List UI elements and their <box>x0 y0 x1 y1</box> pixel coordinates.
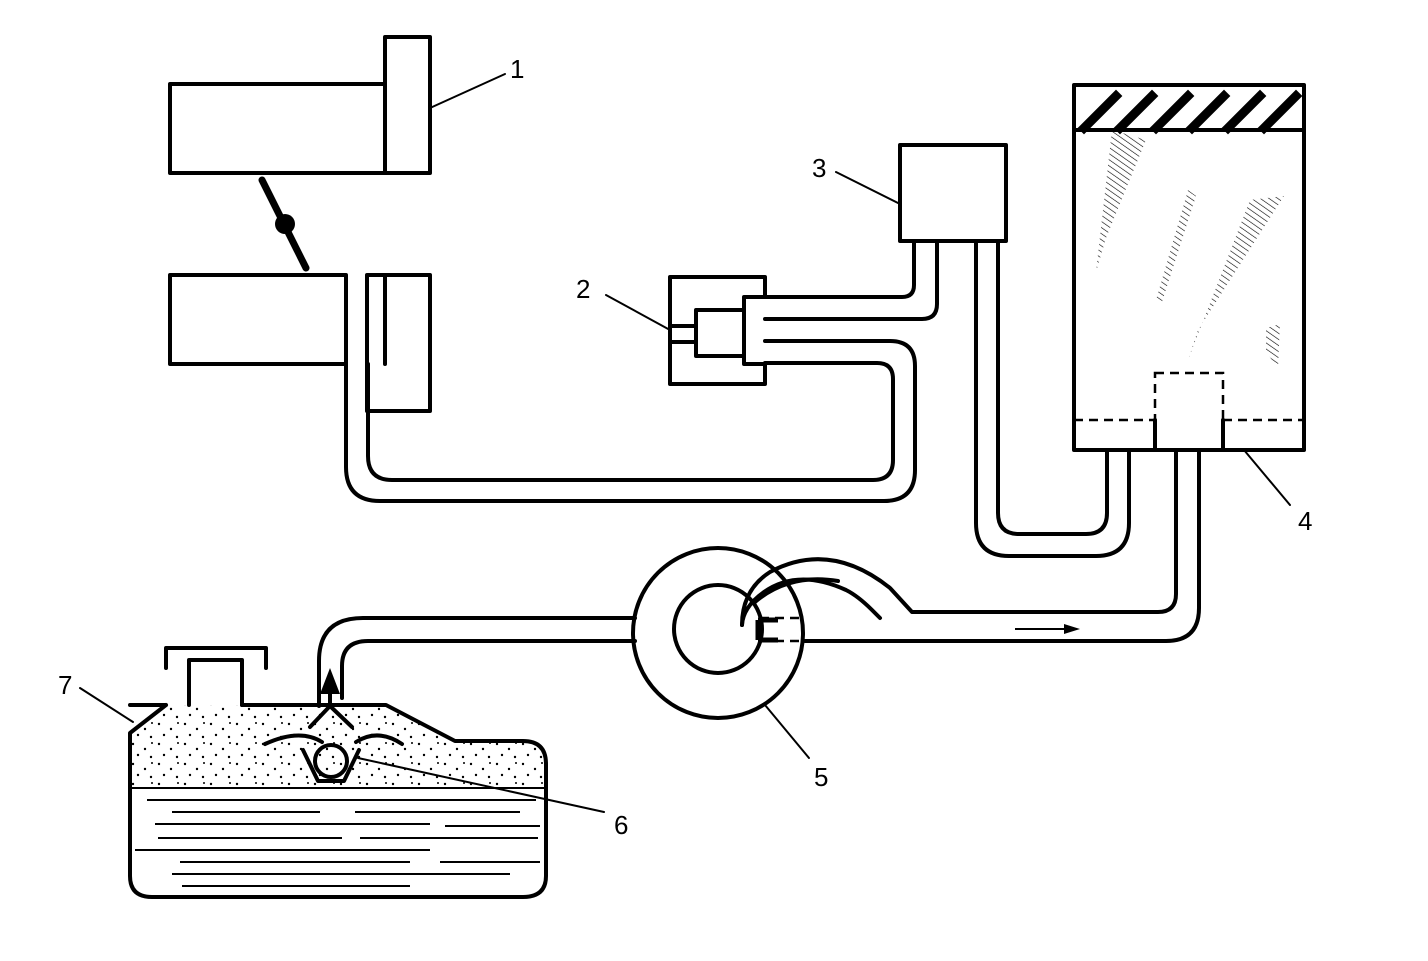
leader-lines <box>79 73 1291 813</box>
hose-valve-to-module <box>763 239 939 321</box>
purge-valve <box>668 275 767 386</box>
purge-valve-body <box>668 275 767 386</box>
tank-outline <box>128 703 548 899</box>
canister-body <box>1072 83 1306 452</box>
callout-1: 1 <box>510 54 524 84</box>
valve-arrowhead <box>320 668 340 694</box>
canister-vapor-marks <box>1096 130 1284 368</box>
tank-fuel-lines <box>132 787 544 887</box>
canister-top-hatch <box>1077 89 1303 135</box>
throttle-body <box>168 35 432 413</box>
throttle-upper-flange <box>383 35 432 175</box>
pump-outlet-port <box>755 617 778 643</box>
control-module-box <box>898 143 1008 243</box>
callout-4: 4 <box>1298 506 1312 536</box>
canister-inner-chamber <box>1153 371 1225 452</box>
leak-detection-pump <box>631 546 805 720</box>
hose-module-to-canister <box>974 239 1131 558</box>
throttle-plate <box>258 176 310 272</box>
throttle-lower-block <box>168 273 348 366</box>
hose-pump-to-canister <box>740 448 1201 643</box>
callout-3: 3 <box>812 153 826 183</box>
throttle-upper-block <box>168 82 387 175</box>
throttle-lower-flange <box>365 273 432 413</box>
callout-7: 7 <box>58 670 72 700</box>
hose-tank-to-pump <box>317 616 637 708</box>
purge-valve-core <box>694 308 746 358</box>
valve-check-ball <box>313 743 349 779</box>
callout-2: 2 <box>576 274 590 304</box>
tank-filler-neck <box>164 646 268 707</box>
fuel-tank <box>128 646 548 899</box>
callout-5: 5 <box>814 762 828 792</box>
flow-direction-arrow <box>1015 624 1080 634</box>
pump-rotor <box>672 583 764 675</box>
purge-hose-to-throttle <box>344 339 917 503</box>
callout-6: 6 <box>614 810 628 840</box>
charcoal-canister <box>1072 83 1306 452</box>
rollover-vent-valve <box>263 668 404 783</box>
pump-housing <box>631 546 805 720</box>
